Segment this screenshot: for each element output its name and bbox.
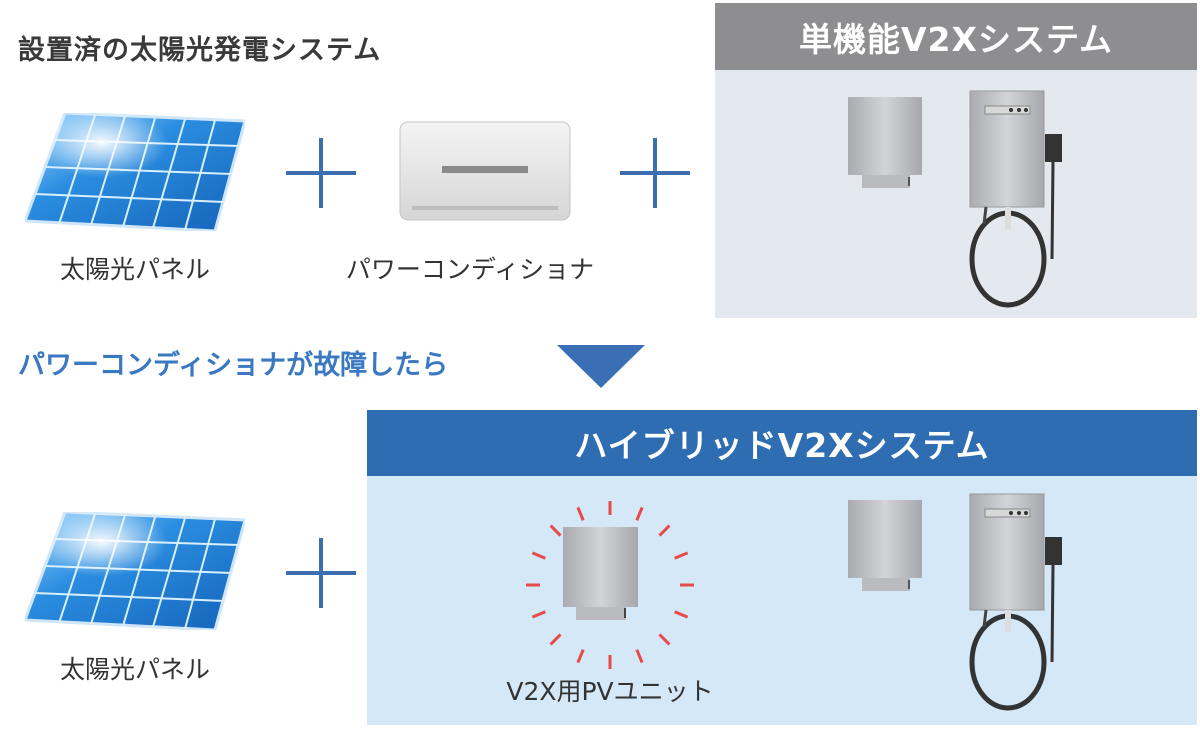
fault-ray <box>674 551 689 560</box>
fault-rays-icon <box>526 501 694 669</box>
power-conditioner-label: パワーコンディショナ <box>345 255 595 284</box>
fault-ray <box>658 524 671 537</box>
pv-unit-icon <box>563 527 638 620</box>
hybrid-v2x-box: ハイブリッドV2Xシステム V2X用PVユニット <box>367 410 1197 725</box>
power-conditioner-icon <box>399 121 571 221</box>
transition-text: パワーコンディショナが故障したら <box>18 350 449 381</box>
fault-ray <box>549 633 562 646</box>
existing-system-title: 設置済の太陽光発電システム <box>18 35 382 66</box>
fault-ray <box>658 633 671 646</box>
fault-ray <box>635 649 644 664</box>
v2x-charger-icon <box>969 90 1062 308</box>
plus-icon <box>286 538 356 608</box>
single-v2x-box: 単機能V2Xシステム <box>715 3 1197 318</box>
plus-icon <box>620 138 690 208</box>
pv-unit-icon <box>848 500 922 591</box>
pv-unit-icon <box>848 97 922 188</box>
solar-panel-label: 太陽光パネル <box>59 655 210 684</box>
solar-panel-label: 太陽光パネル <box>59 255 210 284</box>
fault-ray <box>531 551 546 560</box>
solar-panel-icon <box>25 512 245 630</box>
fault-ray <box>549 524 562 537</box>
fault-ray <box>576 506 585 521</box>
plus-icon <box>286 138 356 208</box>
fault-ray <box>635 506 644 521</box>
pv-unit-label: V2X用PVユニット <box>506 677 714 706</box>
single-v2x-title: 単機能V2Xシステム <box>715 3 1197 70</box>
hybrid-v2x-title: ハイブリッドV2Xシステム <box>367 410 1197 476</box>
fault-ray <box>576 649 585 664</box>
down-arrow-icon <box>557 345 645 388</box>
fault-ray <box>531 610 546 619</box>
fault-ray <box>674 610 689 619</box>
v2x-charger-icon <box>969 493 1062 711</box>
solar-panel-icon <box>25 113 245 231</box>
